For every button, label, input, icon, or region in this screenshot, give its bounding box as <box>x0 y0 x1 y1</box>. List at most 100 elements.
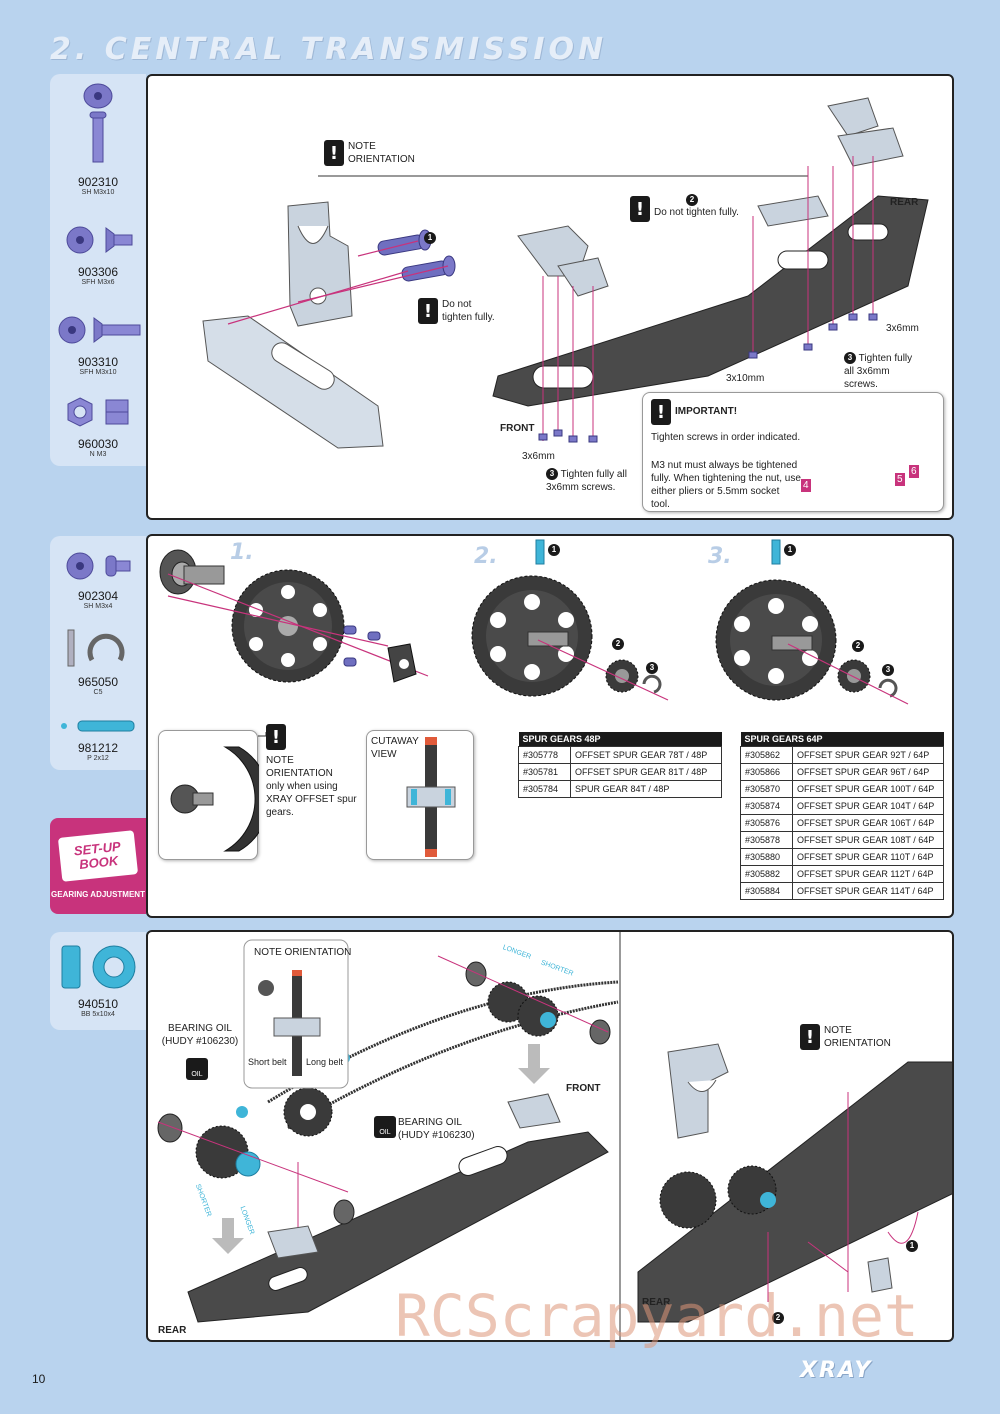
important-title: IMPORTANT! <box>675 406 738 417</box>
front-label: FRONT <box>566 1083 601 1094</box>
label-front: FRONT <box>500 423 535 434</box>
do-not-tighten-text-2: 2 Do not tighten fully. <box>654 194 739 218</box>
part-code: 940510 <box>77 997 119 1011</box>
pin-icon <box>61 720 135 732</box>
callout-1-right: 1 <box>906 1240 918 1253</box>
step2-callout-1: 1 <box>548 544 560 557</box>
order-4: 4 <box>801 479 811 492</box>
step3-callout-2: 2 <box>852 640 864 653</box>
offset-gear-inset <box>158 730 259 860</box>
do-not-tighten-text: Do not tighten fully. <box>442 299 495 323</box>
part-spec: SH M3x10 <box>81 189 115 196</box>
label-rear: REAR <box>890 197 919 208</box>
table-48p-title: SPUR GEARS 48P <box>518 732 722 747</box>
label-3x10mm: 3x10mm <box>726 373 765 384</box>
label-3x6mm-left: 3x6mm <box>522 451 555 462</box>
part-940510: 940510 BB 5x10x4 <box>50 942 146 1018</box>
important-line2: M3 nut must always be tightened fully. W… <box>651 460 801 510</box>
label-3x6mm-right: 3x6mm <box>886 323 919 334</box>
part-902304: 902304 SH M3x4 <box>50 548 146 610</box>
part-code: 903310 <box>77 355 119 369</box>
section3-diagram <box>157 932 952 1340</box>
bearing-oil-left: BEARING OIL (HUDY #106230) <box>161 1023 239 1047</box>
watermark: RCScrapyard.net <box>395 1282 919 1350</box>
parts-sidebar-section1: 902310 SH M3x10 903306 SFH M3x6 903310 S… <box>50 74 146 466</box>
part-code: 981212 <box>77 741 119 755</box>
assembly-panel-section1: ! NOTE ORIENTATION 1 ! Do not tighten fu… <box>146 74 954 520</box>
setup-book-subtitle: GEARING ADJUSTMENT <box>51 890 145 899</box>
rear-label-right: REAR <box>642 1297 671 1308</box>
assembly-panel-section2: 1. 2. 3. <box>146 534 954 918</box>
label-tighten-left: 3 Tighten fully all 3x6mm screws. <box>546 468 627 493</box>
warning-icon: ! <box>630 196 650 222</box>
button-head-screw-icon <box>83 83 113 163</box>
parts-sidebar-section3: 940510 BB 5x10x4 <box>50 932 146 1030</box>
order-6: 6 <box>909 465 919 478</box>
part-981212: 981212 P 2x12 <box>50 716 146 762</box>
part-960030: 960030 N M3 <box>50 392 146 458</box>
note-orientation-text: NOTE ORIENTATION <box>824 1025 891 1049</box>
flat-head-screw-long-icon <box>58 316 141 344</box>
step-1-number: 1. <box>230 540 254 565</box>
rear-label-left: REAR <box>158 1325 187 1336</box>
note-orientation-text: NOTE ORIENTATION <box>348 141 415 165</box>
short-belt-label: Short belt <box>248 1057 287 1067</box>
part-code: 965050 <box>77 675 119 689</box>
part-spec: SFH M3x6 <box>81 279 115 286</box>
part-902310: 902310 SH M3x10 <box>50 82 146 196</box>
page-number: 10 <box>32 1372 46 1386</box>
note-orientation-inset-title: NOTE ORIENTATION <box>254 947 352 958</box>
section2-diagram <box>159 539 909 737</box>
note-do-not-tighten-2: ! 2 Do not tighten fully. <box>630 194 739 222</box>
part-code: 960030 <box>77 437 119 451</box>
short-screw-icon <box>66 552 131 580</box>
parts-sidebar-section2: 902304 SH M3x4 965050 C5 981212 P 2x12 <box>50 536 146 770</box>
note-orientation-text: NOTE ORIENTATION <box>266 755 333 779</box>
cutaway-illustration <box>406 737 456 857</box>
callout-3: 3 <box>844 352 856 365</box>
step2-callout-3: 3 <box>646 662 658 675</box>
oil-icon-right: OIL <box>374 1116 396 1138</box>
important-header: ! IMPORTANT! <box>651 399 737 425</box>
warning-icon: ! <box>418 298 438 324</box>
cutaway-label: CUTAWAY VIEW <box>371 736 419 760</box>
callout-2-right: 2 <box>772 1312 784 1325</box>
note-orientation-3: ! NOTE ORIENTATION <box>800 1024 894 1050</box>
part-code: 902304 <box>77 589 119 603</box>
cutaway-view-box: CUTAWAY VIEW <box>366 730 474 860</box>
warning-icon: ! <box>651 399 671 425</box>
step-2-number: 2. <box>474 544 498 569</box>
part-903310: 903310 SFH M3x10 <box>50 310 146 376</box>
e-clip-icon <box>67 629 125 667</box>
callout-1: 1 <box>424 232 436 245</box>
part-spec: C5 <box>93 689 103 696</box>
callout-3: 3 <box>546 468 558 481</box>
part-code: 903306 <box>77 265 119 279</box>
part-code: 902310 <box>77 175 119 189</box>
note-orientation-detail: only when using XRAY OFFSET spur gears. <box>266 781 357 818</box>
label-tighten-right: 3 Tighten fully all 3x6mm screws. <box>844 352 913 390</box>
part-965050: 965050 C5 <box>50 626 146 696</box>
page-title: 2. CENTRAL TRANSMISSION <box>50 32 608 67</box>
setup-book-title: SET-UP BOOK <box>57 830 139 882</box>
part-903306: 903306 SFH M3x6 <box>50 220 146 286</box>
part-spec: BB 5x10x4 <box>81 1011 115 1018</box>
part-spec: SH M3x4 <box>83 603 113 610</box>
assembly-panel-section3: NOTE ORIENTATION Short belt Long belt BE… <box>146 930 954 1342</box>
brand-logo: XRAY <box>800 1358 873 1383</box>
warning-icon: ! <box>266 724 286 750</box>
part-spec: P 2x12 <box>87 755 109 762</box>
part-spec: SFH M3x10 <box>79 369 117 376</box>
note-do-not-tighten: ! Do not tighten fully. <box>418 298 498 324</box>
table-64p-title: SPUR GEARS 64P <box>740 732 944 747</box>
step2-callout-2: 2 <box>612 638 624 651</box>
warning-icon: ! <box>324 140 344 166</box>
warning-icon: ! <box>800 1024 820 1050</box>
offset-gear-illustration <box>170 746 259 852</box>
nut-icon <box>67 397 129 427</box>
setup-book-badge[interactable]: SET-UP BOOK GEARING ADJUSTMENT <box>50 818 146 914</box>
